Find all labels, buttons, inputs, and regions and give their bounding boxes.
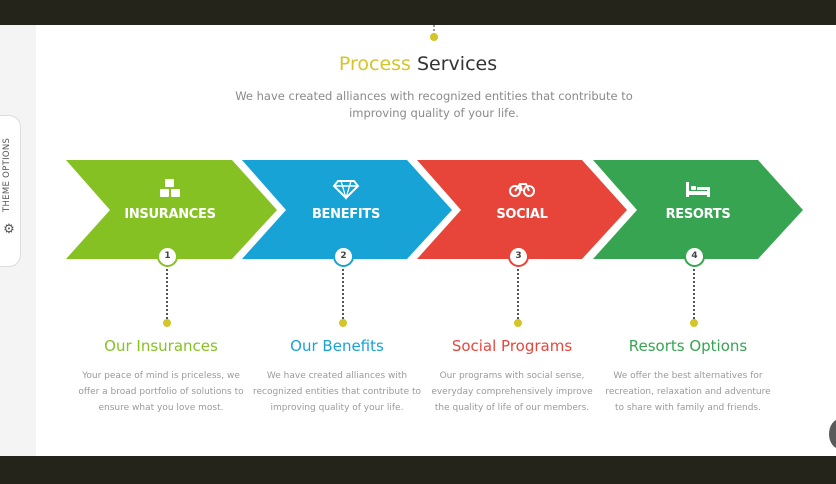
arrow-benefits: [242, 160, 452, 259]
step-label-benefits[interactable]: BENEFITS: [311, 207, 381, 222]
column-text-benefits: We have created alliances with recognize…: [252, 371, 422, 413]
diamond-icon: [332, 180, 360, 200]
connector-dot-1: [163, 319, 171, 327]
connector-line-2: [342, 269, 344, 319]
scroll-top-button[interactable]: [829, 419, 836, 449]
connector-dot-3: [514, 319, 522, 327]
step-number-3: 3: [508, 246, 529, 267]
title-main: Services: [417, 53, 498, 75]
column-title-insurances: Our Insurances: [104, 337, 218, 355]
step-label-insurances[interactable]: INSURANCES: [124, 207, 216, 222]
column-title-social: Social Programs: [451, 337, 573, 355]
gears-icon[interactable]: ⚙: [3, 221, 15, 236]
column-text-insurances: Your peace of mind is priceless, we offe…: [78, 371, 244, 413]
arrow-social: [417, 160, 627, 259]
theme-options-label[interactable]: THEME OPTIONS: [2, 137, 12, 212]
bicycle-icon: [509, 183, 535, 197]
connector-dot-4: [690, 319, 698, 327]
column-text-social: Our programs with social sense, everyday…: [431, 371, 593, 413]
connector-line-3: [517, 269, 519, 319]
connector-line-1: [166, 269, 168, 319]
step-number-2: 2: [333, 246, 354, 267]
connector-line-4: [693, 269, 695, 319]
step-number-1: 1: [157, 246, 178, 267]
section-subtitle: We have created alliances with recognize…: [235, 89, 633, 120]
top-connector-dot: [430, 33, 438, 41]
column-title-benefits: Our Benefits: [290, 337, 384, 355]
step-label-social[interactable]: SOCIAL: [496, 207, 548, 222]
column-text-resorts: We offer the best alternatives for recre…: [605, 371, 771, 413]
arrow-resorts: [593, 160, 803, 259]
bed-icon: [686, 182, 710, 197]
cubes-icon: [160, 179, 180, 197]
title-accent: Process: [338, 53, 411, 75]
top-connector-line: [433, 25, 437, 35]
theme-options-tab[interactable]: [0, 115, 21, 267]
section-title: Process Services: [0, 53, 836, 75]
arrow-insurances: [66, 160, 277, 259]
connector-dot-2: [339, 319, 347, 327]
step-label-resorts[interactable]: RESORTS: [665, 207, 731, 222]
column-title-resorts: Resorts Options: [628, 337, 748, 355]
step-number-4: 4: [684, 246, 705, 267]
